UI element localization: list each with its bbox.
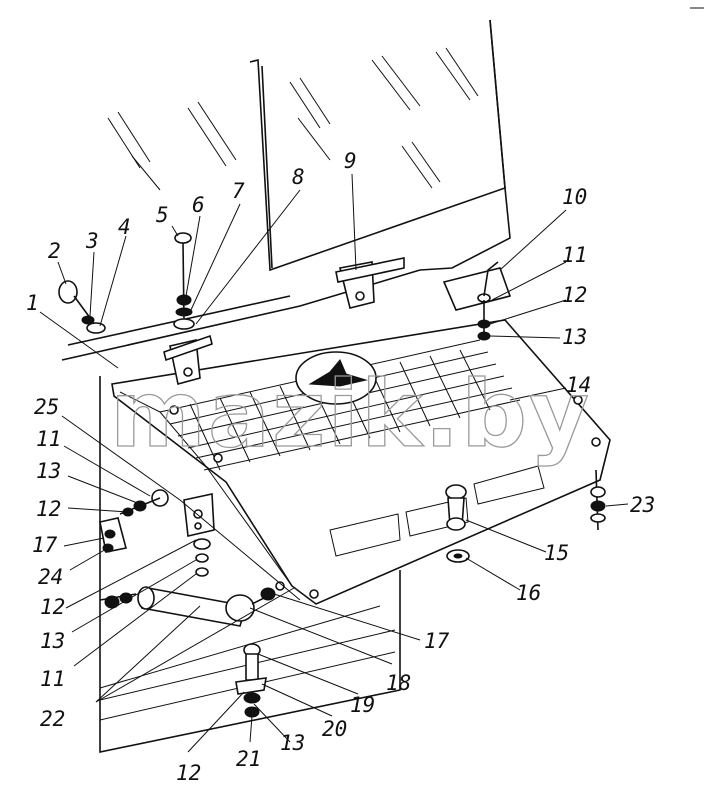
callout-19: 19	[350, 693, 375, 717]
watermark: mazik.by	[110, 361, 591, 468]
callout-22: 22	[40, 707, 65, 731]
mount-hole	[591, 437, 601, 447]
callout-13: 13	[36, 459, 61, 483]
callout-11: 11	[562, 243, 587, 267]
callout-4: 4	[118, 215, 131, 239]
lower-pin-assembly	[235, 643, 267, 718]
left-bracket-assembly	[99, 489, 215, 577]
callout-13: 13	[562, 325, 587, 349]
fastener-set-right	[477, 261, 499, 341]
callout-11: 11	[36, 427, 61, 451]
mount-hole	[309, 589, 319, 599]
callout-labels: 1 2 3 4 5 6 7 8 9 10 11 12 13 14 25 11 1…	[26, 149, 655, 785]
callout-17: 17	[32, 533, 58, 557]
fastener-set-left	[58, 232, 195, 334]
callout-16: 16	[516, 581, 541, 605]
callout-13: 13	[40, 629, 65, 653]
callout-6: 6	[192, 193, 205, 217]
vent-slots	[329, 465, 545, 557]
center-hinge	[335, 257, 405, 309]
callout-12: 12	[562, 283, 587, 307]
mount-hole	[573, 395, 583, 405]
callout-2: 2	[48, 239, 61, 263]
left-hinge	[163, 334, 213, 385]
callout-15: 15	[544, 541, 569, 565]
callout-7: 7	[232, 179, 245, 203]
hood-panel	[111, 319, 611, 605]
callout-23: 23	[630, 493, 655, 517]
callout-1: 1	[26, 291, 39, 315]
fastener-23	[590, 469, 606, 531]
callout-10: 10	[562, 185, 587, 209]
callout-8: 8	[292, 165, 305, 189]
callout-5: 5	[156, 203, 169, 227]
callout-3: 3	[85, 229, 99, 253]
bolt-head-icon	[58, 280, 78, 304]
callout-9: 9	[344, 149, 357, 173]
callout-24: 24	[38, 565, 63, 589]
callout-12: 12	[176, 761, 201, 785]
gas-strut	[99, 586, 276, 627]
callout-13: 13	[280, 731, 305, 755]
windshield-glare	[107, 47, 479, 191]
latch-assembly	[445, 484, 470, 563]
callout-18: 18	[386, 671, 411, 695]
callout-21: 21	[236, 747, 261, 771]
mount-hole	[213, 453, 223, 463]
mount-hole	[275, 581, 285, 591]
mount-hole	[169, 405, 179, 415]
callout-14: 14	[566, 373, 591, 397]
callout-25: 25	[34, 395, 59, 419]
callout-12: 12	[40, 595, 65, 619]
callout-17: 17	[424, 629, 450, 653]
callout-20: 20	[322, 717, 347, 741]
right-hinge	[442, 267, 512, 311]
leader-lines	[39, 173, 629, 753]
emblem	[295, 351, 377, 405]
callout-12: 12	[36, 497, 61, 521]
callout-11: 11	[40, 667, 65, 691]
